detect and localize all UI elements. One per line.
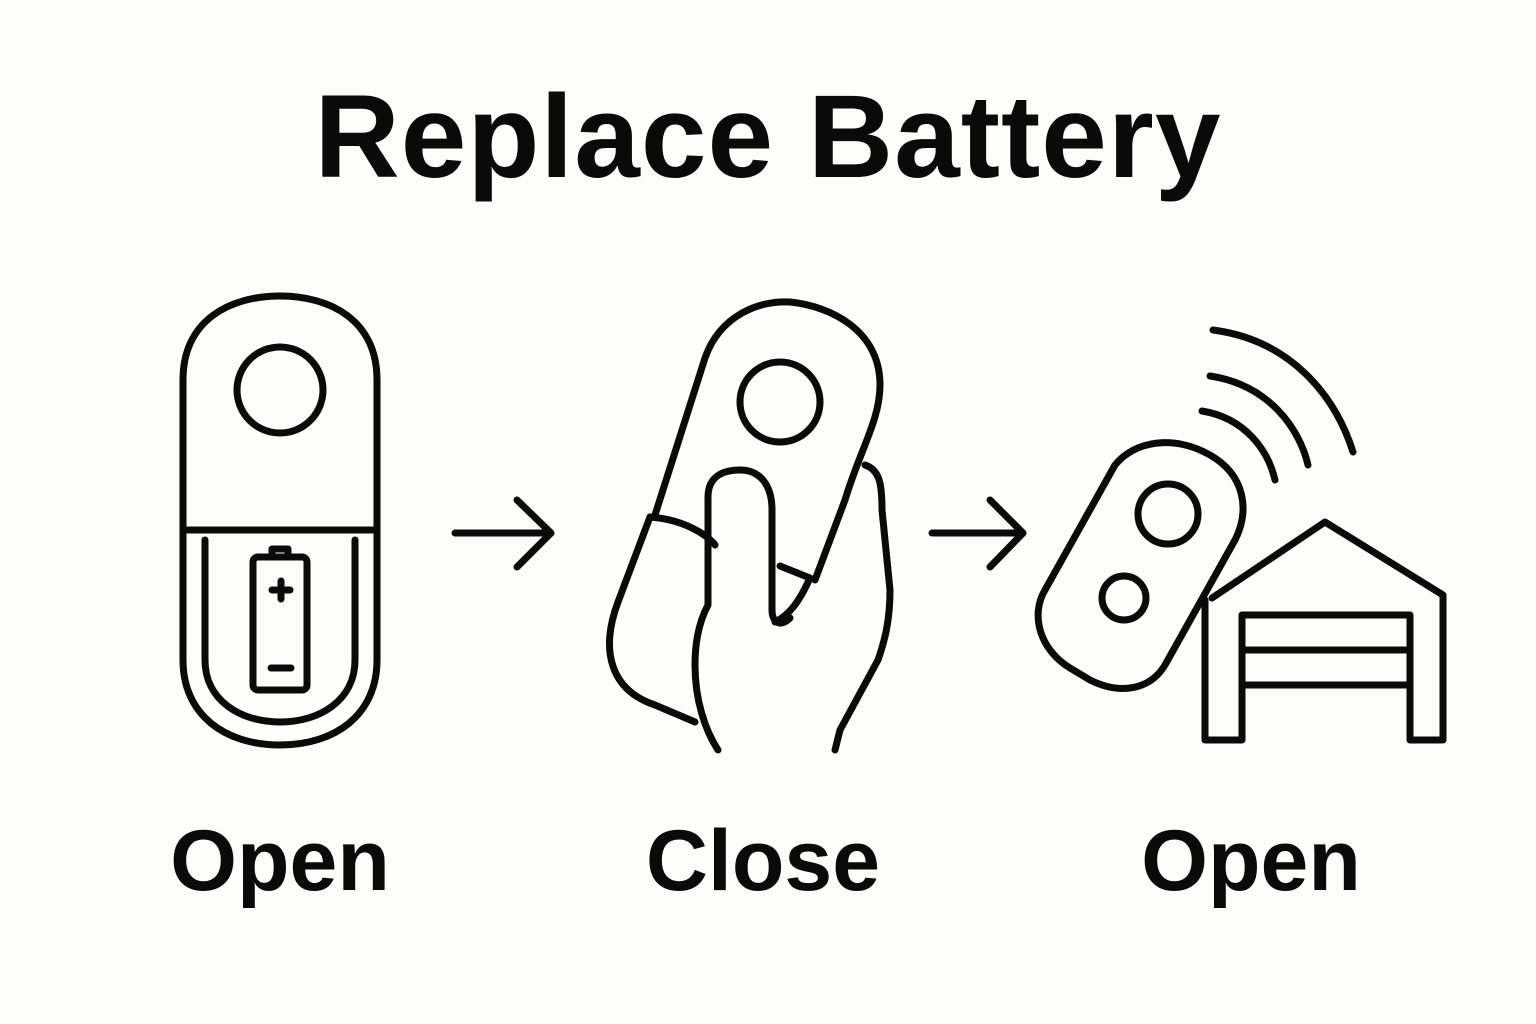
- remote-signal-garage-icon: [1034, 326, 1447, 744]
- step-label-open-1: Open: [170, 813, 390, 909]
- remote-open-battery-icon: [179, 292, 381, 749]
- step-label-close: Close: [645, 813, 881, 909]
- hand-holding-remote-icon: [606, 298, 894, 754]
- arrow-right-icon: [451, 496, 555, 571]
- page-title: Replace Battery: [314, 71, 1222, 203]
- arrow-right-icon: [928, 496, 1027, 571]
- step-label-open-2: Open: [1141, 813, 1361, 909]
